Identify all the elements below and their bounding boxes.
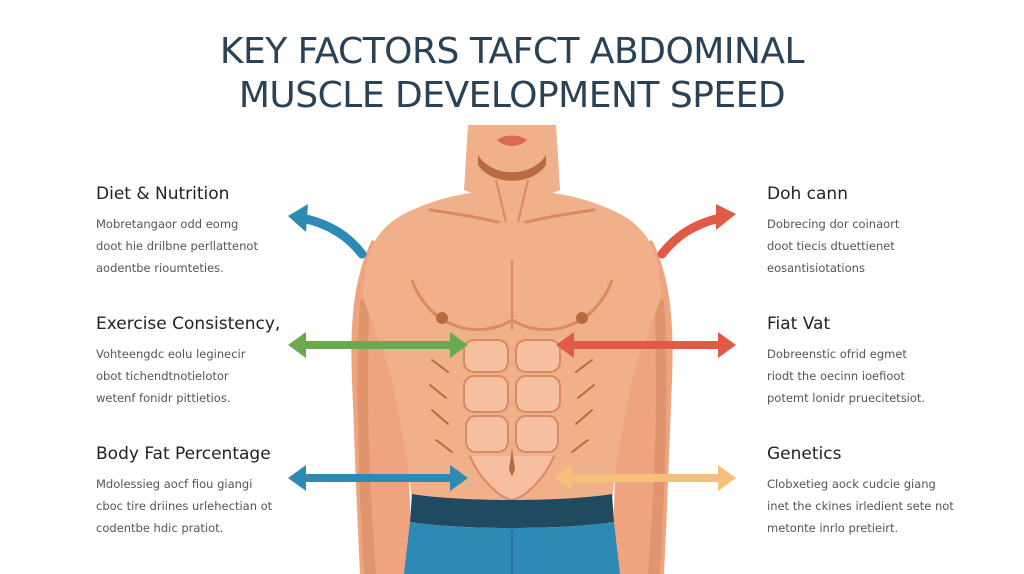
- factor-body-fat-percentage: Body Fat Percentage Mdolessieg aocf fiou…: [96, 444, 326, 539]
- arrow-diet: [297, 213, 367, 259]
- torso: [363, 190, 661, 500]
- factor-text-line: potemt lonidr pruecitetsiot.: [767, 391, 926, 405]
- ab-2-right: [515, 375, 561, 413]
- factor-heading: Doh cann: [767, 184, 848, 204]
- factor-heading: Fiat Vat: [767, 314, 831, 334]
- ab-1-right: [515, 339, 561, 373]
- factor-doh-cann: Doh cann Dobrecing dor coinaort doot tie…: [767, 184, 997, 279]
- factor-text-line: riodt the oecinn ioefioot: [767, 369, 905, 383]
- page-title: KEY FACTORS TAFCT ABDOMINAL MUSCLE DEVEL…: [0, 30, 1024, 118]
- neck: [464, 125, 560, 198]
- factor-text-line: doot tiecis dtuettienet: [767, 239, 895, 253]
- factor-text-line: codentbe hdic pratiot.: [96, 521, 224, 535]
- factor-heading: Exercise Consistency,: [96, 314, 281, 334]
- factor-text-line: wetenf fonidr pittietios.: [96, 391, 231, 405]
- factor-text-line: metonte inrlo pretieirt.: [767, 521, 899, 535]
- navel: [509, 448, 515, 476]
- ab-3-left: [465, 415, 509, 453]
- ab-2-left: [463, 375, 509, 413]
- factor-text-line: Mobretangaor odd eomg: [96, 217, 239, 231]
- factor-text-line: Dobrecing dor coinaort: [767, 217, 900, 231]
- factor-heading: Body Fat Percentage: [96, 444, 271, 464]
- left-nipple: [436, 312, 448, 324]
- arrow-diet-head: [288, 204, 308, 232]
- factor-text-line: doot hie drilbne perllattenot: [96, 239, 258, 253]
- ab-1-left: [463, 339, 509, 373]
- title-line-2: MUSCLE DEVELOPMENT SPEED: [238, 75, 786, 116]
- arrow-doh-cann: [657, 213, 725, 259]
- factor-genetics: Genetics Clobxetieg aock cudcie giang in…: [767, 444, 997, 539]
- factor-text-line: aodentbe rioumteties.: [96, 261, 224, 275]
- factor-heading: Genetics: [767, 444, 842, 464]
- factor-diet-nutrition: Diet & Nutrition Mobretangaor odd eomg d…: [96, 184, 326, 279]
- factor-text-line: obot tichendtnotielotor: [96, 369, 229, 383]
- factor-text-line: eosantisiotations: [767, 261, 865, 275]
- factor-exercise-consistency: Exercise Consistency, Vohteengdc eolu le…: [96, 314, 326, 409]
- title-line-1: KEY FACTORS TAFCT ABDOMINAL: [219, 31, 805, 72]
- factor-heading: Diet & Nutrition: [96, 184, 230, 204]
- factor-text-line: Vohteengdc eolu leginecir: [96, 347, 246, 361]
- factor-text-line: Dobreenstic ofrid egmet: [767, 347, 907, 361]
- factor-text-line: inet the ckines irledient sete not: [767, 499, 954, 513]
- waistband: [410, 494, 614, 528]
- factor-text-line: cboc tire driines urlehectian ot: [96, 499, 273, 513]
- ab-3-right: [515, 415, 559, 453]
- factor-text-line: Clobxetieg aock cudcie giang: [767, 477, 936, 491]
- right-nipple: [576, 312, 588, 324]
- lips: [497, 135, 527, 146]
- factor-text-line: Mdolessieg aocf fiou giangi: [96, 477, 253, 491]
- factor-fiat-vat: Fiat Vat Dobreenstic ofrid egmet riodt t…: [767, 314, 997, 409]
- arrow-doh-cann-head: [716, 204, 736, 230]
